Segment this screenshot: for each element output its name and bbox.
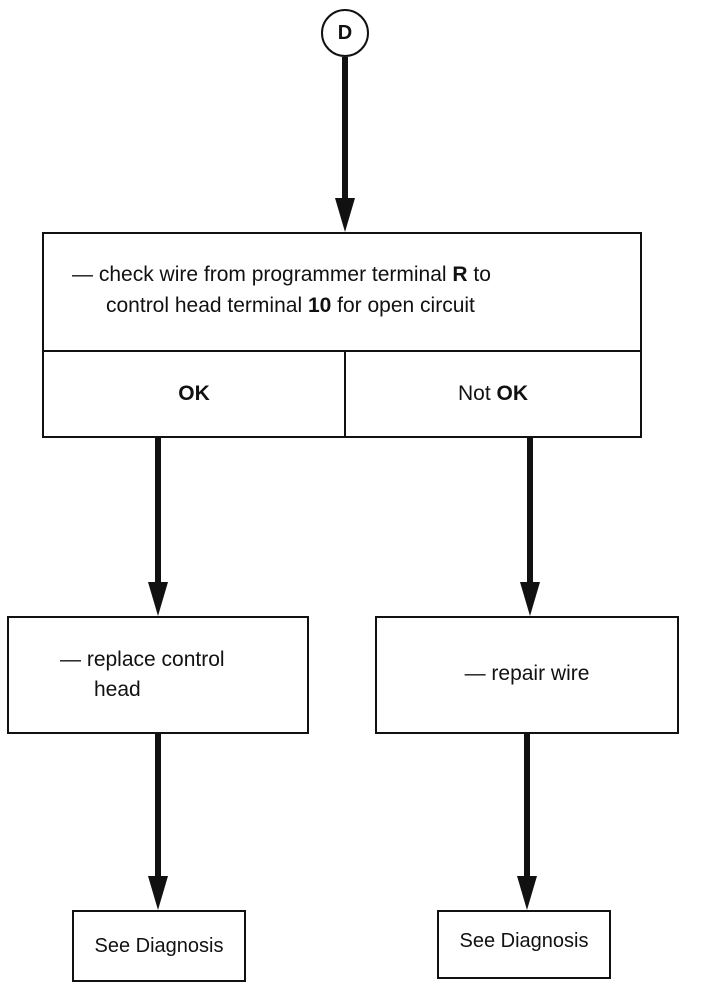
result-box-left xyxy=(72,910,246,982)
result-box-right xyxy=(437,910,611,979)
arrow-head-main xyxy=(335,198,355,232)
repair-line-1: — repair wire xyxy=(464,662,590,685)
terminal-10: 10 xyxy=(307,294,332,317)
replace-line-2: head xyxy=(94,678,141,701)
check-instruction-line-1: — check wire from programmer terminal R … xyxy=(72,260,491,290)
check-instruction-line-2: control head terminal 10 for open circui… xyxy=(106,291,475,321)
check-line-1-post: to xyxy=(467,263,491,286)
arrow-head-repair xyxy=(517,876,537,910)
terminal-r: R xyxy=(452,263,468,286)
connector-label: D xyxy=(337,22,353,44)
branch-not-ok-ok: OK xyxy=(496,382,529,405)
replace-box xyxy=(7,616,309,734)
branch-not-ok-prefix: Not xyxy=(457,382,497,405)
branch-not-ok-label: Not OK xyxy=(345,379,641,409)
arrow-head-ok xyxy=(148,582,168,616)
arrow-head-not-ok xyxy=(520,582,540,616)
check-line-2-pre: control head terminal xyxy=(106,294,308,317)
result-left-label: See Diagnosis xyxy=(94,935,224,957)
arrow-head-replace xyxy=(148,876,168,910)
replace-line-1: — replace control xyxy=(60,648,225,671)
branch-ok-label: OK xyxy=(178,382,210,405)
result-right-label: See Diagnosis xyxy=(459,930,589,952)
check-box xyxy=(42,232,642,438)
check-line-1-pre: — check wire from programmer terminal xyxy=(72,263,453,286)
connector-circle xyxy=(321,9,369,57)
check-line-2-post: for open circuit xyxy=(331,294,475,317)
